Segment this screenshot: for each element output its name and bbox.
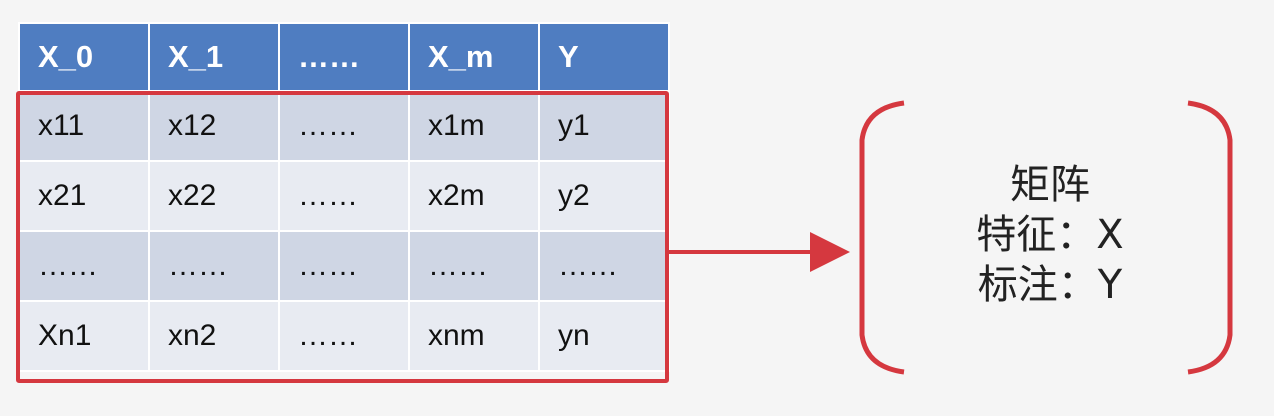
table-row: …… …… …… …… …… — [18, 230, 670, 302]
table-cell: …… — [278, 160, 410, 232]
table-cell: …… — [538, 230, 670, 302]
feature-label: 特征：X — [976, 212, 1124, 258]
label-label: 标注：Y — [977, 262, 1123, 308]
table-cell: Xn1 — [18, 300, 150, 372]
header-cell-x1: X_1 — [148, 22, 280, 92]
header-cell-x0: X_0 — [18, 22, 150, 92]
matrix-description: 矩阵 特征：X 标注：Y — [900, 160, 1200, 310]
table-cell: xnm — [408, 300, 540, 372]
data-matrix-table: X_0 X_1 …… X_m Y x11 x12 …… x1m y1 x21 x… — [18, 22, 670, 372]
header-cell-xm: X_m — [408, 22, 540, 92]
table-cell: …… — [278, 90, 410, 162]
table-cell: x22 — [148, 160, 280, 232]
header-row: X_0 X_1 …… X_m Y — [18, 22, 670, 92]
table-cell: y2 — [538, 160, 670, 232]
matrix-label: 矩阵 — [1010, 162, 1090, 208]
table-row: x21 x22 …… x2m y2 — [18, 160, 670, 232]
table-row: Xn1 xn2 …… xnm yn — [18, 300, 670, 372]
left-bracket — [859, 100, 905, 375]
table-cell: …… — [278, 230, 410, 302]
table-cell: x2m — [408, 160, 540, 232]
table-cell: x11 — [18, 90, 150, 162]
table-cell: …… — [408, 230, 540, 302]
table-cell: …… — [278, 300, 410, 372]
table-cell: …… — [148, 230, 280, 302]
table-cell: x12 — [148, 90, 280, 162]
table-cell: y1 — [538, 90, 670, 162]
table-row: x11 x12 …… x1m y1 — [18, 90, 670, 162]
table-cell: yn — [538, 300, 670, 372]
data-table-container: X_0 X_1 …… X_m Y x11 x12 …… x1m y1 x21 x… — [18, 22, 670, 372]
table-cell: …… — [18, 230, 150, 302]
header-cell-y: Y — [538, 22, 670, 92]
table-cell: x21 — [18, 160, 150, 232]
table-cell: xn2 — [148, 300, 280, 372]
header-cell-ellipsis: …… — [278, 22, 410, 92]
table-cell: x1m — [408, 90, 540, 162]
